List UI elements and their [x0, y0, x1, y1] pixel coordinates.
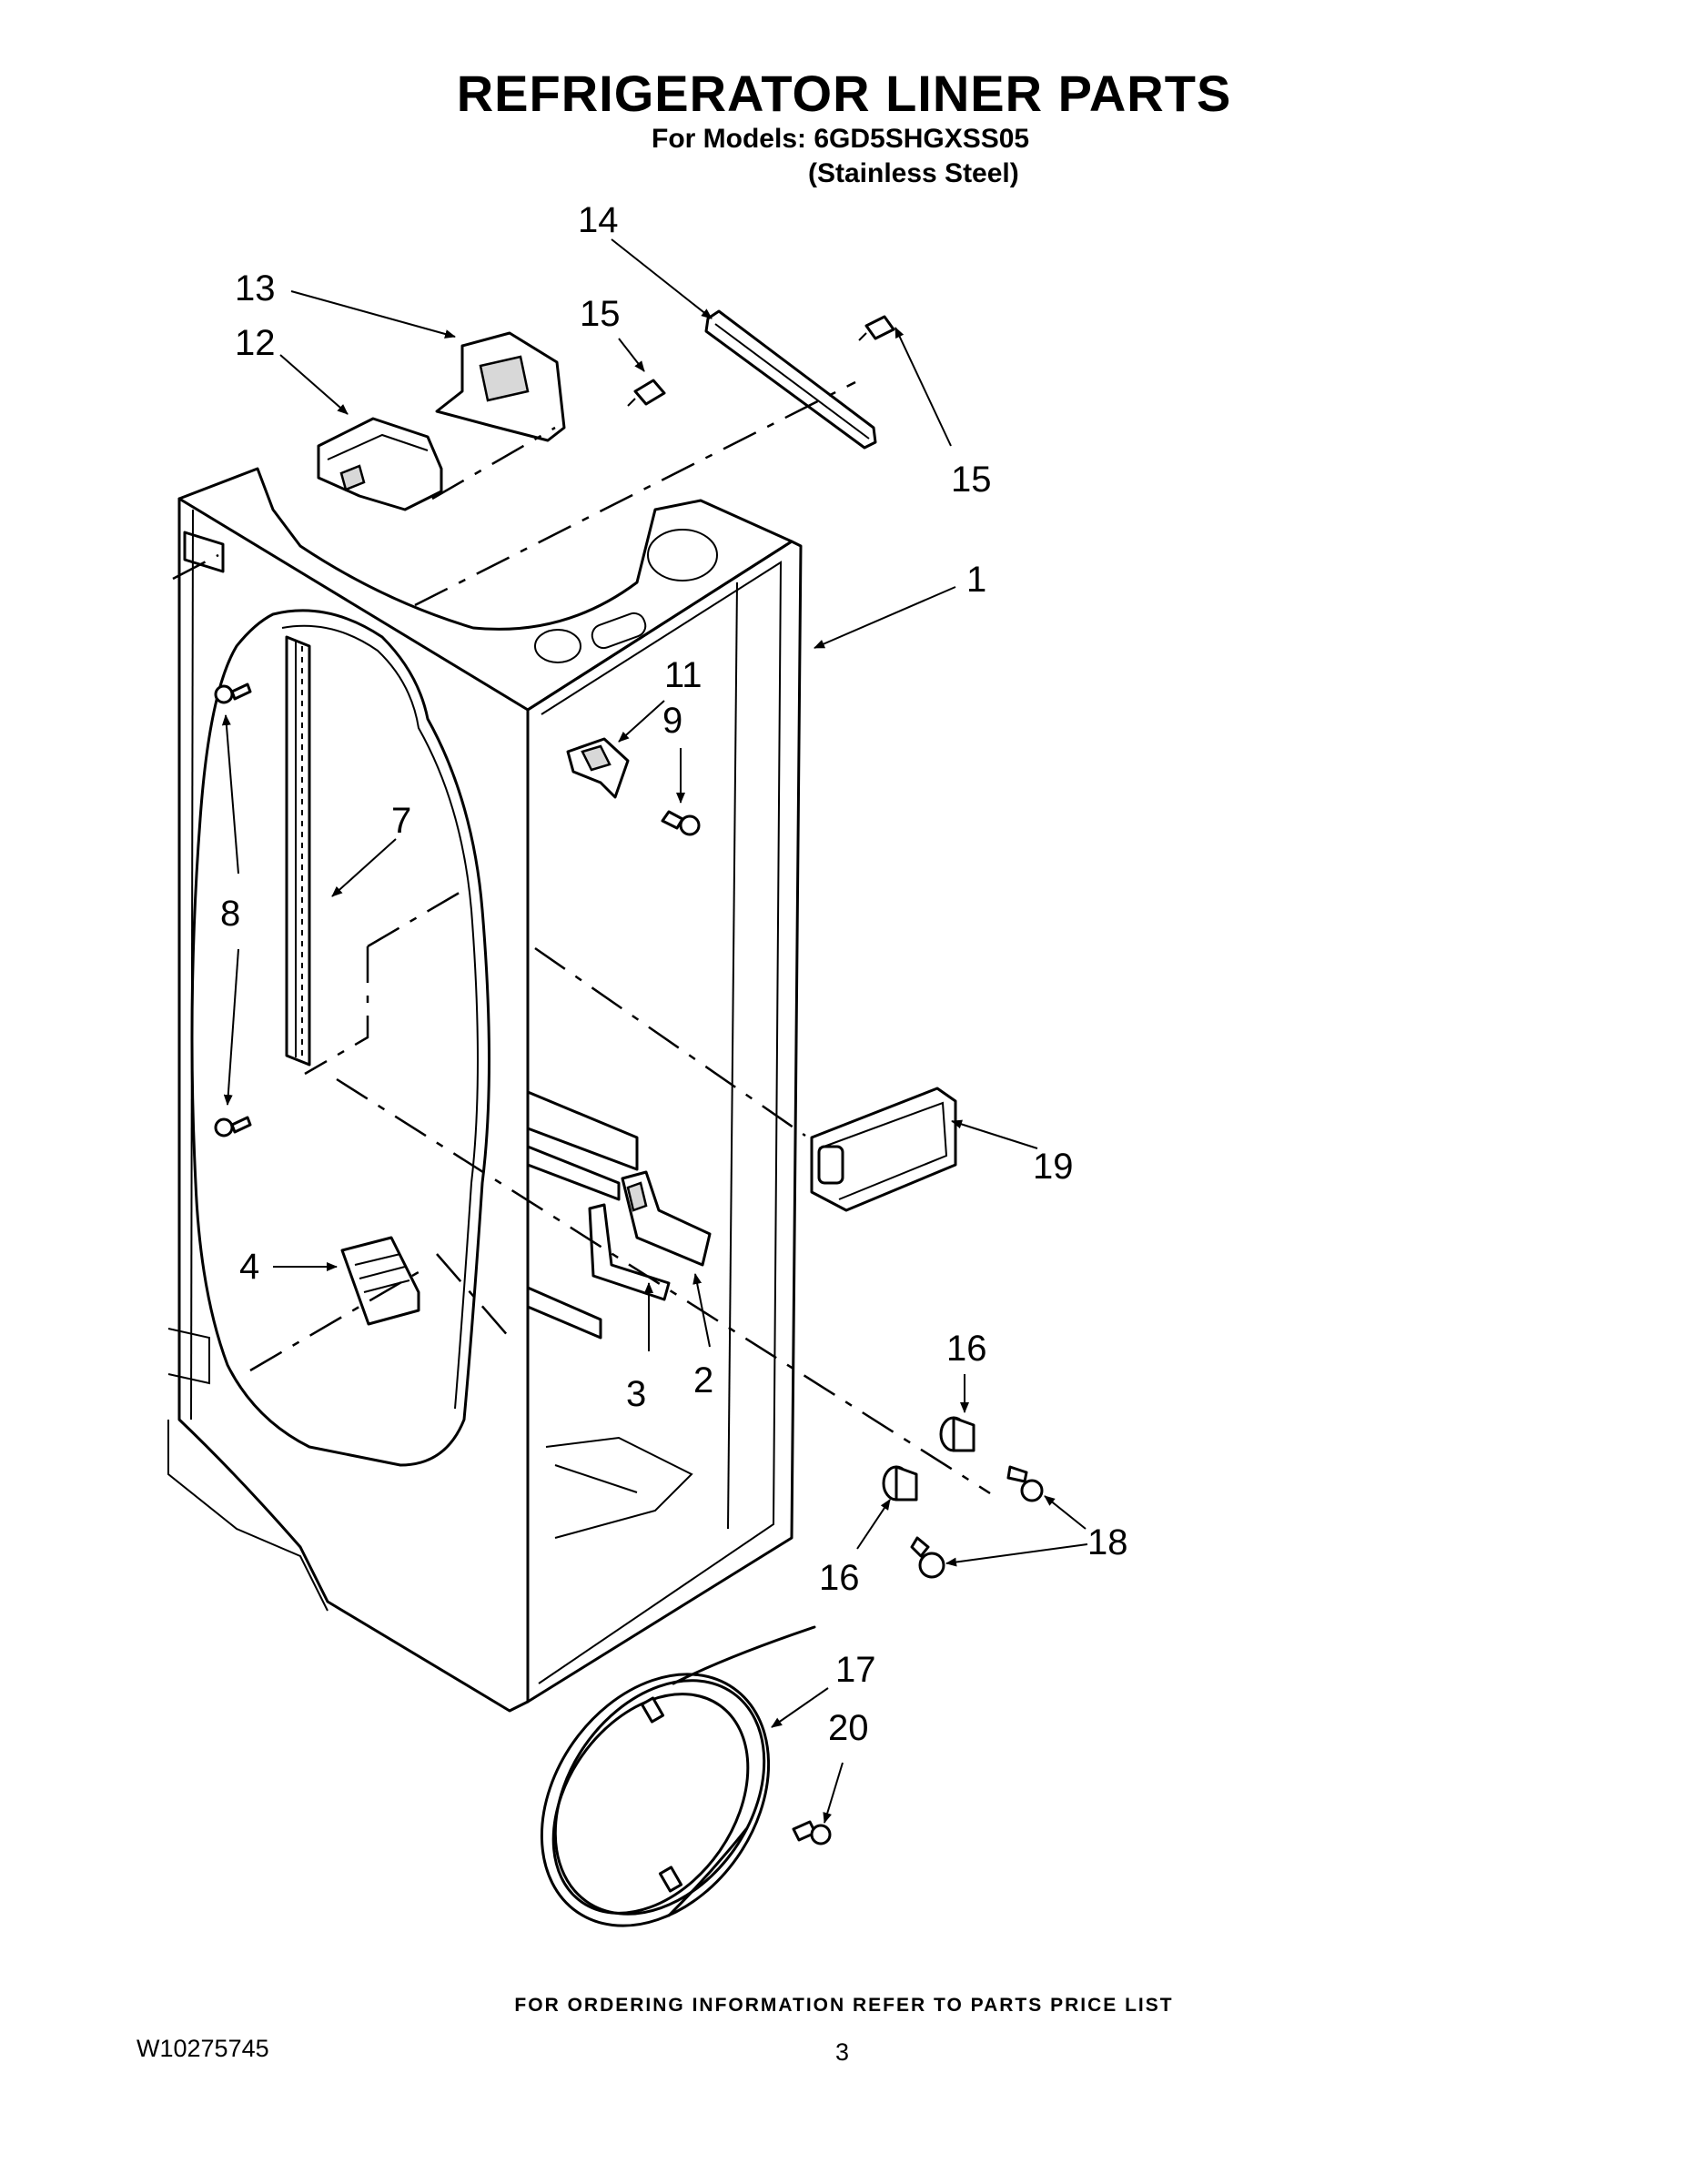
callout-13: 13: [235, 268, 276, 308]
screw-part-8-lower: [214, 1116, 252, 1138]
callout-2: 2: [693, 1360, 713, 1400]
ordering-note: FOR ORDERING INFORMATION REFER TO PARTS …: [514, 1995, 1174, 2016]
screw-part-18-lower: [910, 1536, 945, 1579]
callout-4: 4: [239, 1247, 259, 1287]
callout-9: 9: [662, 701, 682, 741]
bin-part-19: [810, 1087, 957, 1212]
screw-part-8-upper: [214, 682, 252, 704]
screw-part-15-left: [627, 379, 666, 407]
callout-8: 8: [220, 894, 240, 934]
tubing-coil-part-17: [540, 1625, 816, 1927]
callout-14: 14: [578, 200, 619, 240]
page-title: REFRIGERATOR LINER PARTS: [456, 65, 1232, 122]
bracket-part-13: [435, 331, 566, 442]
callout-3: 3: [626, 1374, 646, 1414]
cap-part-16-upper: [939, 1416, 975, 1452]
callout-17: 17: [835, 1650, 876, 1690]
foam-boundary: [190, 609, 490, 1467]
callout-16-upper: 16: [946, 1329, 987, 1369]
callout-1: 1: [966, 560, 986, 600]
bracket-part-11: [566, 737, 630, 799]
callout-12: 12: [235, 323, 276, 363]
callout-20: 20: [828, 1708, 869, 1748]
screw-part-15-right: [858, 315, 895, 341]
housing-part-12: [317, 417, 443, 511]
document-number: W10275745: [136, 2035, 269, 2062]
callout-11: 11: [664, 655, 702, 695]
callout-numbers: 13 12 14 15 15 1 11 9 7 8 4 19 3 2 16 16…: [220, 200, 1128, 1748]
bracket-part-2: [621, 1170, 712, 1267]
vertical-rail-part-7: [285, 635, 311, 1067]
callout-19: 19: [1033, 1147, 1074, 1187]
callout-18: 18: [1087, 1522, 1128, 1562]
strip-part-14: [704, 309, 877, 450]
callout-15-right: 15: [951, 460, 992, 500]
liner-cabinet: [167, 467, 803, 1713]
inner-shelf-rails: [526, 1090, 639, 1340]
vent-part-4: [340, 1236, 420, 1326]
screw-part-20: [792, 1820, 832, 1845]
page-number: 3: [835, 2038, 850, 2066]
finish-line: (Stainless Steel): [808, 158, 1019, 188]
callout-15-top: 15: [580, 294, 621, 334]
bracket-part-3: [588, 1203, 671, 1301]
cap-part-16-lower: [882, 1465, 918, 1502]
screw-part-18-upper: [1006, 1465, 1044, 1502]
callout-16-lower: 16: [819, 1558, 860, 1598]
models-line: For Models: 6GD5SHGXSS05: [652, 124, 1030, 154]
callout-7: 7: [391, 801, 411, 841]
leader-lines: [221, 238, 1088, 1824]
screw-part-9: [661, 810, 701, 836]
assembly-lines: [172, 380, 991, 1495]
page-header: REFRIGERATOR LINER PARTS For Models: 6GD…: [0, 0, 1688, 209]
